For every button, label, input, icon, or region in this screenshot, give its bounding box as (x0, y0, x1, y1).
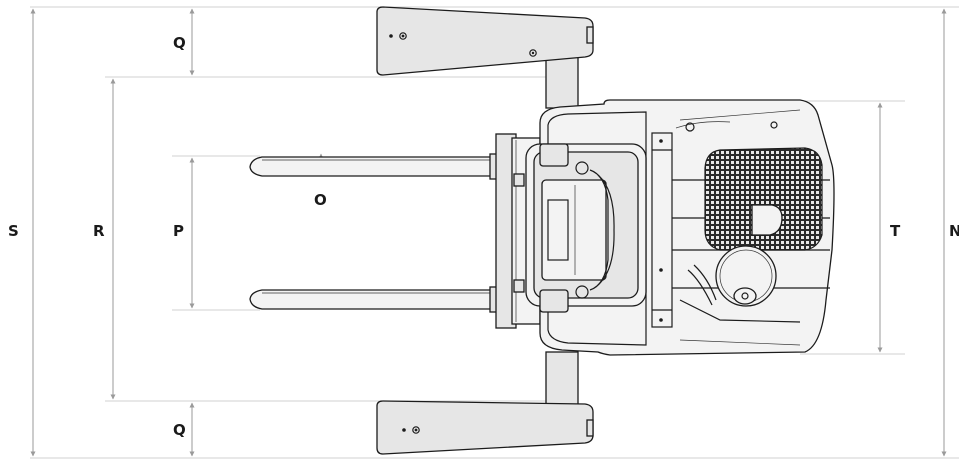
label-t: T (890, 222, 901, 240)
label-q-bottom: Q (173, 421, 186, 439)
label-o: O (314, 191, 327, 209)
outrigger-bottom (376, 351, 594, 455)
label-r: R (93, 222, 105, 240)
outrigger-top (376, 6, 594, 109)
dimension-labels: S R P O Q Q T N (8, 34, 959, 439)
extension-lines (30, 6, 959, 459)
fork-top (249, 153, 499, 180)
label-s: S (8, 222, 19, 240)
label-p: P (173, 222, 184, 240)
label-q-top: Q (173, 34, 186, 52)
machine-body (525, 99, 835, 356)
fork-bottom (249, 286, 499, 313)
label-n: N (949, 222, 959, 240)
